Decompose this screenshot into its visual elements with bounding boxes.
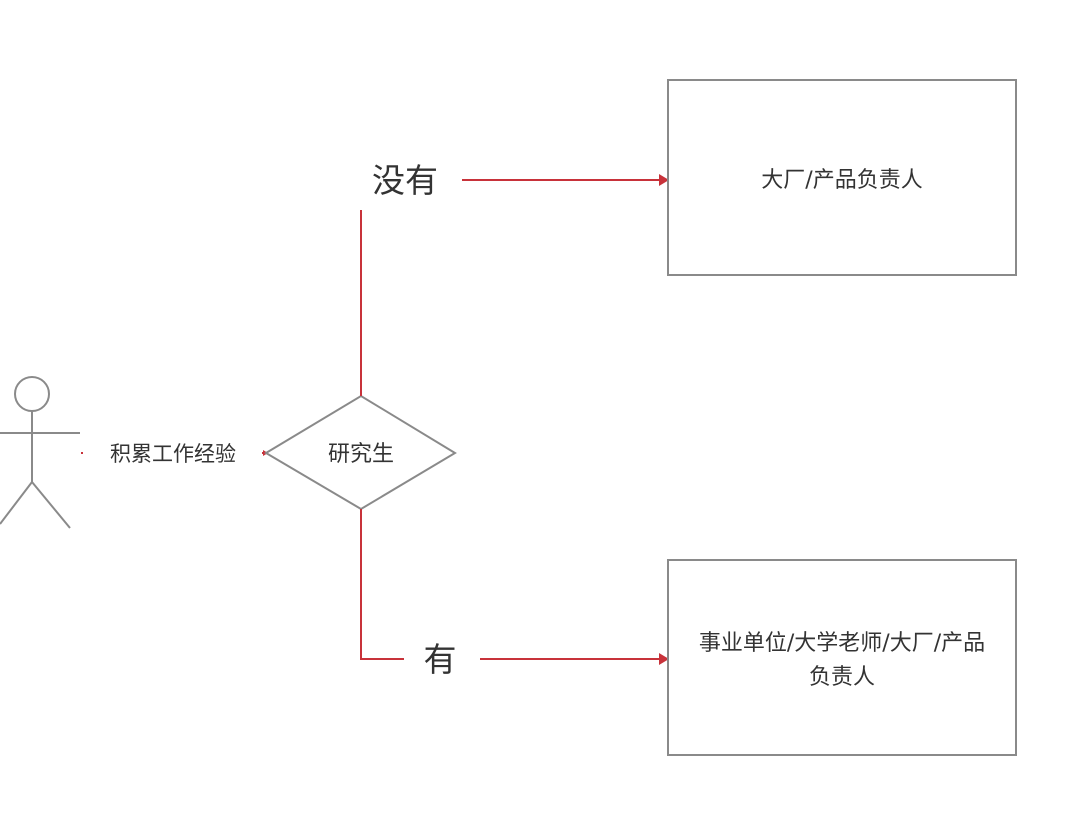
outcome-yes-label-line2: 负责人 (809, 665, 875, 690)
decision-diamond (264, 394, 457, 511)
outcome-yes-box (667, 559, 1017, 756)
actor-stick-figure (0, 376, 80, 529)
decision-label: 研究生 (328, 442, 394, 467)
actor-edge-label: 积累工作经验 (110, 442, 236, 466)
connector-down (360, 509, 404, 660)
outcome-yes-label-line1: 事业单位/大学老师/大厂/产品 (699, 631, 985, 656)
branch-no-label: 没有 (372, 161, 438, 200)
outcome-no-box (667, 79, 1017, 276)
outcome-no-label: 大厂/产品负责人 (761, 168, 922, 193)
branch-yes-label: 有 (424, 640, 457, 679)
